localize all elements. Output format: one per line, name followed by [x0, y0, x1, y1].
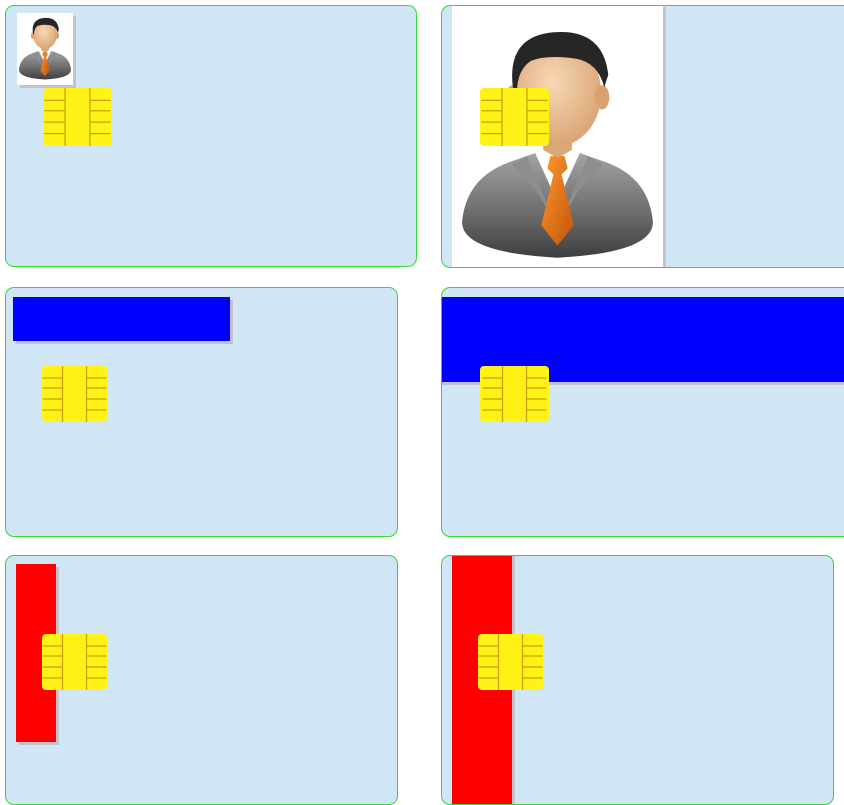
chip-icon [478, 634, 543, 690]
chip-icon [480, 88, 549, 146]
id-card-blue-band-partial [5, 287, 398, 537]
blue-band [13, 297, 230, 341]
chip-icon [480, 366, 549, 422]
id-card-small-photo [5, 5, 417, 267]
photo-small [17, 13, 73, 85]
id-card-red-band-full [441, 555, 834, 805]
id-card-large-photo [441, 5, 844, 268]
chip-icon [43, 88, 112, 146]
chip-icon [42, 366, 107, 422]
id-card-blue-band-full [441, 287, 844, 537]
chip-icon [42, 634, 107, 690]
user-avatar-icon [17, 13, 73, 85]
id-card-red-band-partial [5, 555, 398, 805]
